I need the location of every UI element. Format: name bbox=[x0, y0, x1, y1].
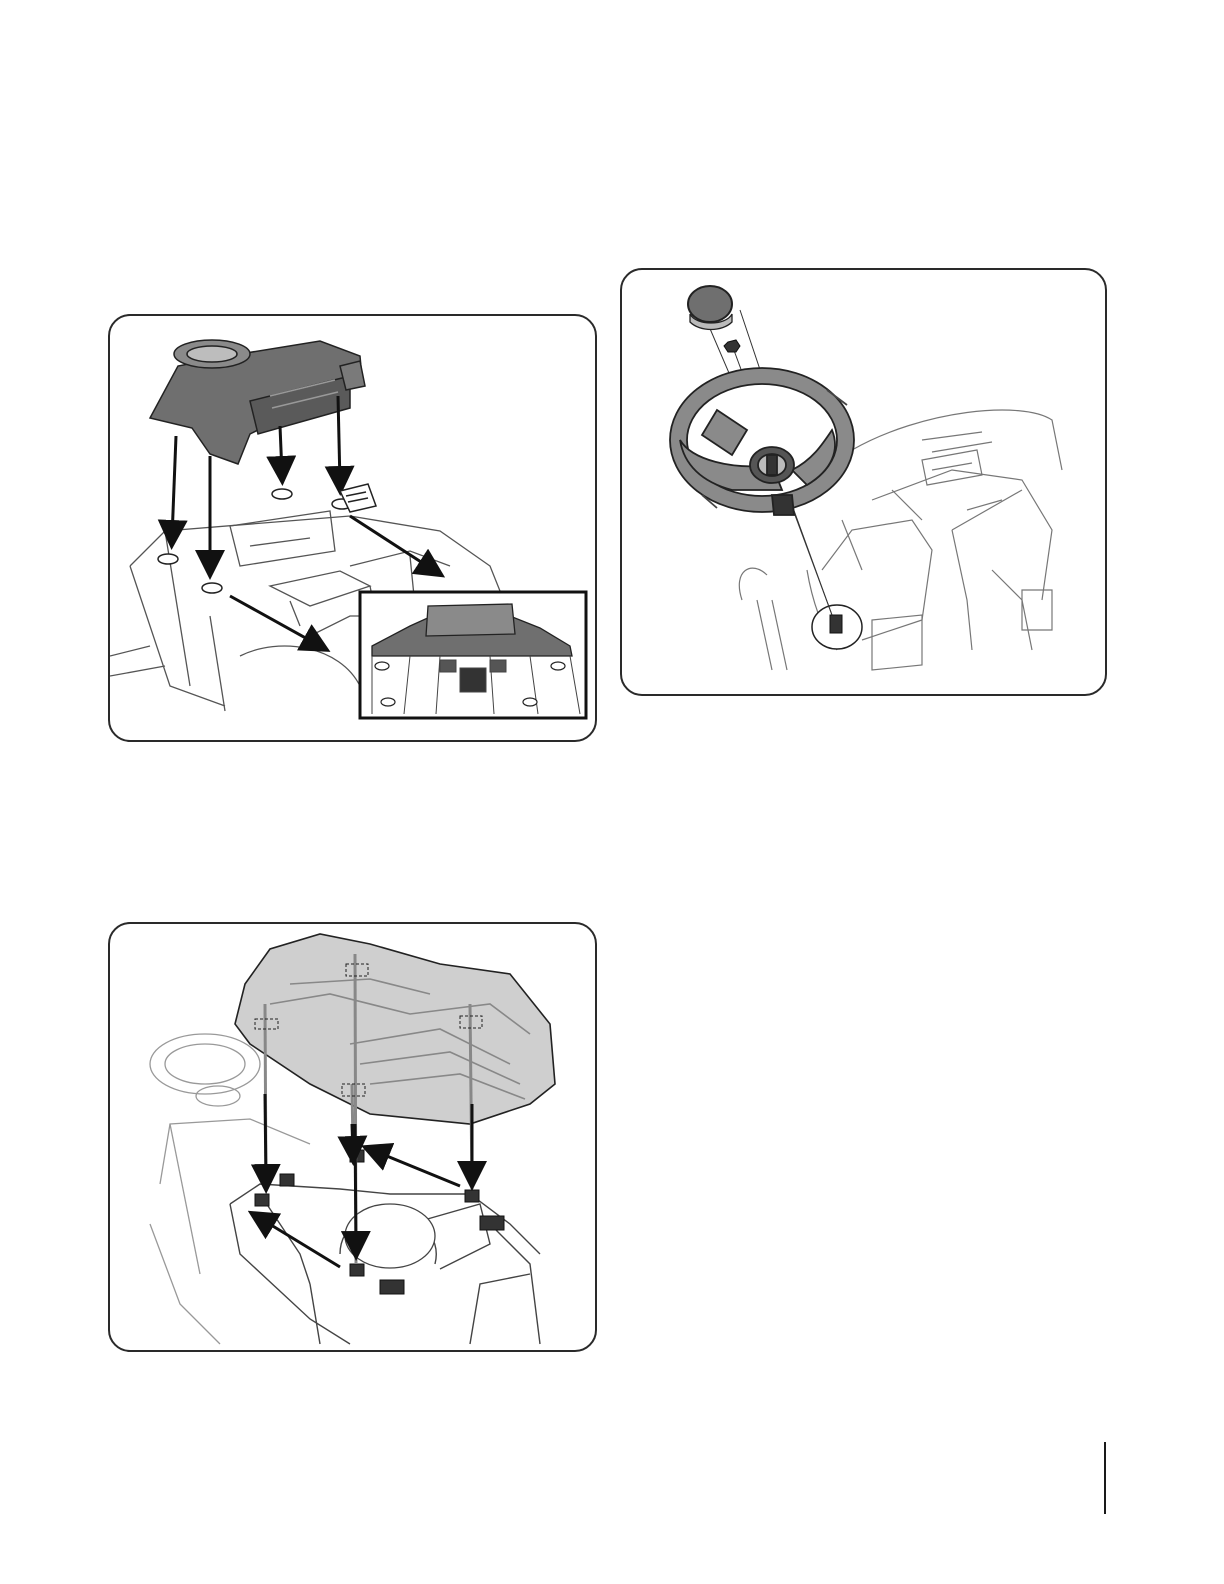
peg-icon bbox=[158, 554, 178, 564]
steering-shaft bbox=[830, 615, 842, 633]
figure-dash-panel-installation bbox=[108, 314, 597, 742]
dash-panel-part bbox=[150, 340, 365, 464]
engine-opening bbox=[345, 1204, 435, 1268]
peg-icon bbox=[375, 662, 389, 670]
wheel-icon bbox=[670, 368, 854, 515]
arrow-icon bbox=[258, 1217, 340, 1267]
peg-icon bbox=[202, 583, 222, 593]
arrow-icon bbox=[352, 1124, 353, 1154]
arrow-icon bbox=[372, 1150, 460, 1186]
peg-icon bbox=[272, 489, 292, 499]
nut-icon bbox=[724, 340, 740, 352]
cap-icon bbox=[688, 286, 732, 330]
detail-inset bbox=[360, 592, 586, 718]
steering-wheel-illustration bbox=[622, 270, 1107, 696]
arrow-icon bbox=[172, 436, 176, 538]
arrow-icon bbox=[355, 1124, 356, 1249]
peg-icon bbox=[381, 698, 395, 706]
peg-icon bbox=[523, 698, 537, 706]
arrow-icon bbox=[230, 596, 320, 646]
hood-illustration bbox=[110, 924, 597, 1352]
arrow-icon bbox=[280, 426, 282, 474]
arrow-icon bbox=[265, 1094, 266, 1182]
peg-icon bbox=[551, 662, 565, 670]
page-number-rule bbox=[1104, 1442, 1106, 1514]
arrow-icon bbox=[338, 396, 340, 484]
dash-panel-illustration bbox=[110, 316, 597, 742]
figure-hood-installation bbox=[108, 922, 597, 1352]
figure-steering-wheel-installation bbox=[620, 268, 1107, 696]
hood-part bbox=[235, 934, 555, 1124]
mounting-pegs bbox=[158, 489, 352, 593]
